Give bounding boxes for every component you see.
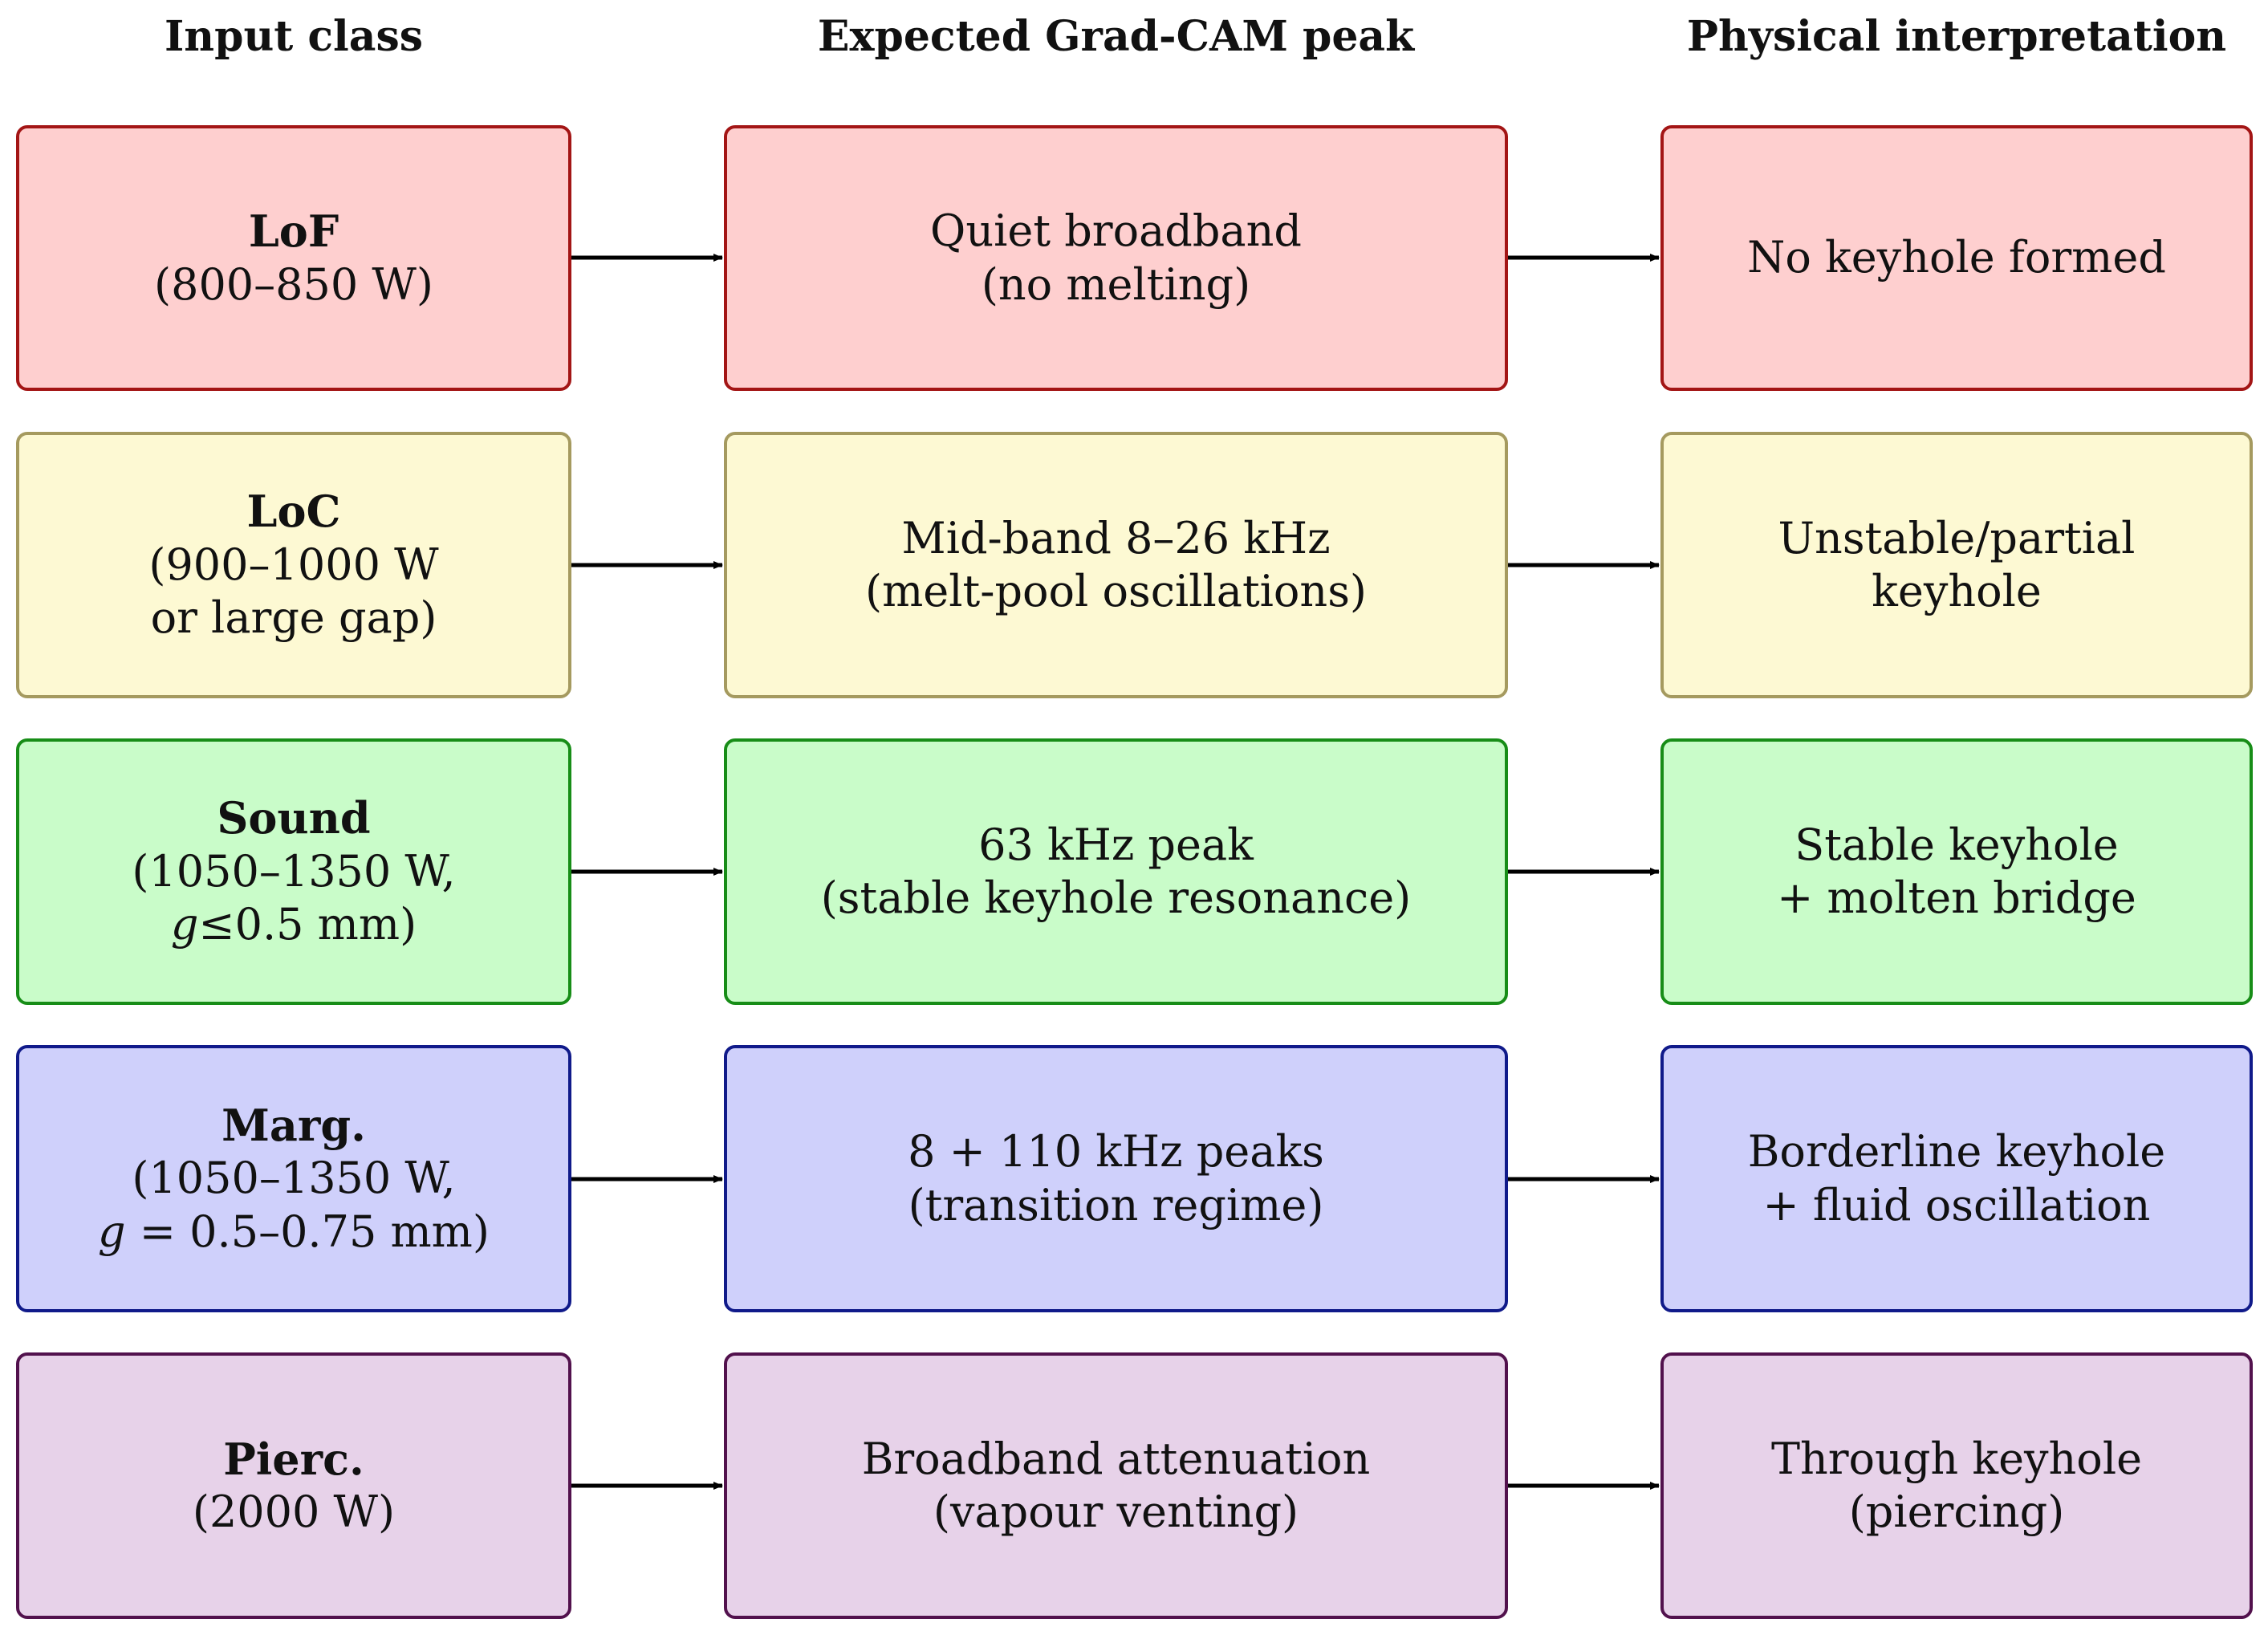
header-input-class: Input class [164,11,424,61]
gap-variable: g [98,1206,126,1257]
physical-line-1: Through keyhole [1770,1433,2143,1484]
input-class-detail-2: g = 0.5–0.75 mm) [98,1206,490,1259]
input-box-pierc: Pierc. (2000 W) [16,1352,571,1619]
peak-box-loc: Mid-band 8–26 kHz (melt-pool oscillation… [724,432,1508,698]
input-box-sound: Sound (1050–1350 W, g≤0.5 mm) [16,738,571,1005]
peak-line-1: Quiet broadband [930,205,1302,257]
peak-box-lof: Quiet broadband (no melting) [724,125,1508,391]
physical-box-loc: Unstable/partial keyhole [1660,432,2253,698]
physical-line-2: + molten bridge [1777,872,2136,923]
gap-variable: g [170,899,199,950]
header-physical-interpretation: Physical interpretation [1686,11,2227,61]
input-class-name: LoC [246,486,341,538]
peak-line-1: Mid-band 8–26 kHz [901,512,1331,563]
physical-line-1: Borderline keyhole [1747,1126,2166,1177]
physical-line-1: Stable keyhole [1794,819,2119,870]
input-class-name: Marg. [222,1099,366,1151]
physical-box-marg: Borderline keyhole + fluid oscillation [1660,1045,2253,1312]
input-class-detail: (1050–1350 W, [132,845,456,897]
input-box-marg: Marg. (1050–1350 W, g = 0.5–0.75 mm) [16,1045,571,1312]
peak-box-pierc: Broadband attenuation (vapour venting) [724,1352,1508,1619]
peak-line-2: (melt-pool oscillations) [865,566,1367,616]
peak-box-marg: 8 + 110 kHz peaks (transition regime) [724,1045,1508,1312]
input-class-name: Pierc. [223,1433,364,1485]
input-class-detail: (900–1000 W [148,539,439,590]
peak-line-2: (transition regime) [908,1179,1324,1230]
physical-box-sound: Stable keyhole + molten bridge [1660,738,2253,1005]
gap-condition: = 0.5–0.75 mm) [125,1206,490,1257]
physical-line-2: keyhole [1872,566,2042,616]
input-box-lof: LoF (800–850 W) [16,125,571,391]
physical-line-1: Unstable/partial [1778,512,2136,563]
input-class-detail: (800–850 W) [154,258,433,310]
physical-line-2: + fluid oscillation [1762,1179,2151,1230]
physical-box-lof: No keyhole formed [1660,125,2253,391]
peak-line-1: 63 kHz peak [978,819,1254,870]
input-class-detail-2: g≤0.5 mm) [171,898,417,951]
peak-line-2: (no melting) [981,258,1251,310]
physical-box-pierc: Through keyhole (piercing) [1660,1352,2253,1619]
peak-line-2: (vapour venting) [933,1487,1299,1537]
input-class-detail: (1050–1350 W, [132,1153,456,1204]
physical-line-1: No keyhole formed [1747,232,2166,283]
input-class-name: LoF [248,205,339,258]
input-box-loc: LoC (900–1000 W or large gap) [16,432,571,698]
input-class-detail-2: or large gap) [150,592,437,644]
peak-line-2: (stable keyhole resonance) [820,872,1412,923]
peak-line-1: Broadband attenuation [861,1433,1371,1484]
gap-condition: ≤0.5 mm) [198,899,417,950]
header-expected-peak: Expected Grad-CAM peak [817,11,1415,61]
input-class-detail: (2000 W) [192,1487,396,1537]
peak-box-sound: 63 kHz peak (stable keyhole resonance) [724,738,1508,1005]
peak-line-1: 8 + 110 kHz peaks [908,1126,1324,1177]
physical-line-2: (piercing) [1848,1487,2065,1537]
input-class-name: Sound [217,792,371,844]
